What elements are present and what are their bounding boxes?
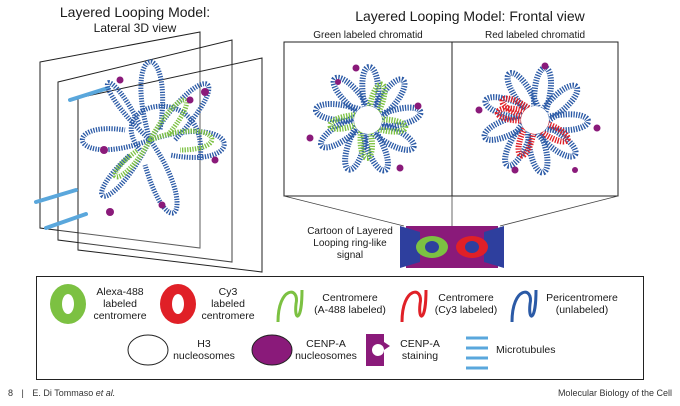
legend-pericentromere-label: Pericentromere (unlabeled)	[534, 292, 630, 316]
page-number: 8	[8, 388, 14, 398]
cartoon-connectors	[283, 195, 619, 227]
cenpa-nucleosome-icon	[251, 334, 293, 366]
legend-centromere-green-line1: Centromere	[322, 292, 378, 304]
layer-plane-1	[39, 31, 201, 249]
cartoon-caption-line3: signal	[336, 250, 364, 261]
journal-name: Molecular Biology of the Cell	[557, 388, 672, 398]
legend-pericentromere-line2: (unlabeled)	[555, 304, 609, 316]
legend-centromere-red-line2: (Cy3 labeled)	[434, 304, 498, 316]
pericentromere-icon	[510, 289, 538, 323]
legend-cenpa-staining-label: CENP-A staining	[390, 338, 450, 362]
cartoon-caption-line2: Looping ring-like	[313, 238, 387, 249]
legend-box	[36, 276, 644, 380]
panel-green-label: Green labeled chromatid	[313, 30, 423, 41]
microtubules-icon	[466, 336, 488, 370]
green-rosette	[306, 64, 424, 174]
legend-cenpa-staining-line2: staining	[401, 350, 439, 362]
cartoon-right-microtubule-wedge	[484, 226, 504, 268]
cartoon-left-microtubule-wedge	[400, 226, 420, 268]
footer-left: 8 | E. Di Tommaso et al.	[8, 388, 115, 398]
cartoon-caption-line1: Cartoon of Layered	[307, 226, 393, 237]
legend-cenpa-staining-line1: CENP-A	[400, 338, 440, 350]
legend-cenpa-line2: nucleosomes	[295, 350, 357, 362]
layer-plane-3	[77, 57, 263, 273]
legend-h3-line1: H3	[197, 338, 211, 350]
panel-red-label: Red labeled chromatid	[484, 30, 586, 41]
lateral-cenpa-dots	[100, 76, 219, 216]
legend-cy3-line1: Cy3	[218, 286, 238, 298]
panel-red-frame	[451, 41, 619, 197]
footer-etal: et al.	[95, 388, 116, 398]
legend-alexa-line1: Alexa-488	[96, 286, 144, 298]
legend-cenpa-label: CENP-A nucleosomes	[288, 338, 364, 362]
h3-nucleosome-icon	[127, 334, 169, 366]
legend-alexa-line2: labeled	[103, 298, 137, 310]
layer-plane-2	[57, 39, 233, 263]
legend-pericentromere-line1: Pericentromere	[546, 292, 618, 304]
legend-cy3-line2: labeled	[211, 298, 245, 310]
left-title: Layered Looping Model: Lateral 3D view	[40, 4, 230, 36]
lateral-green-centromere	[112, 97, 215, 180]
footer-authors: E. Di Tommaso	[32, 388, 94, 398]
legend-cy3-line3: centromere	[201, 310, 255, 322]
left-title-line1: Layered Looping Model:	[59, 4, 211, 20]
legend-alexa-label: Alexa-488 labeled centromere	[88, 286, 152, 322]
footer-separator: |	[21, 388, 24, 398]
centromere-red-icon	[400, 289, 428, 323]
legend-h3-line2: nucleosomes	[173, 350, 235, 362]
legend-alexa-line3: centromere	[93, 310, 147, 322]
right-title: Layered Looping Model: Frontal view	[355, 8, 585, 24]
legend-cenpa-line1: CENP-A	[306, 338, 346, 350]
layer-planes	[39, 31, 263, 273]
cartoon-signal	[400, 226, 504, 268]
legend-h3-label: H3 nucleosomes	[164, 338, 244, 362]
legend-centromere-red-line1: Centromere	[438, 292, 494, 304]
legend-centromere-green-line2: (A-488 labeled)	[314, 304, 386, 316]
legend-centromere-red-label: Centromere (Cy3 labeled)	[422, 292, 510, 316]
left-title-line2: Lateral 3D view	[93, 21, 177, 35]
legend-cy3-label: Cy3 labeled centromere	[196, 286, 260, 322]
centromere-green-icon	[276, 289, 304, 323]
legend-centromere-green-label: Centromere (A-488 labeled)	[302, 292, 398, 316]
cartoon-caption: Cartoon of Layered Looping ring-like sig…	[300, 226, 400, 262]
legend-microtubules-label: Microtubules	[496, 344, 556, 356]
lateral-microtubules	[34, 86, 110, 230]
lateral-chromatin-loops	[79, 59, 227, 216]
red-rosette	[475, 62, 601, 176]
